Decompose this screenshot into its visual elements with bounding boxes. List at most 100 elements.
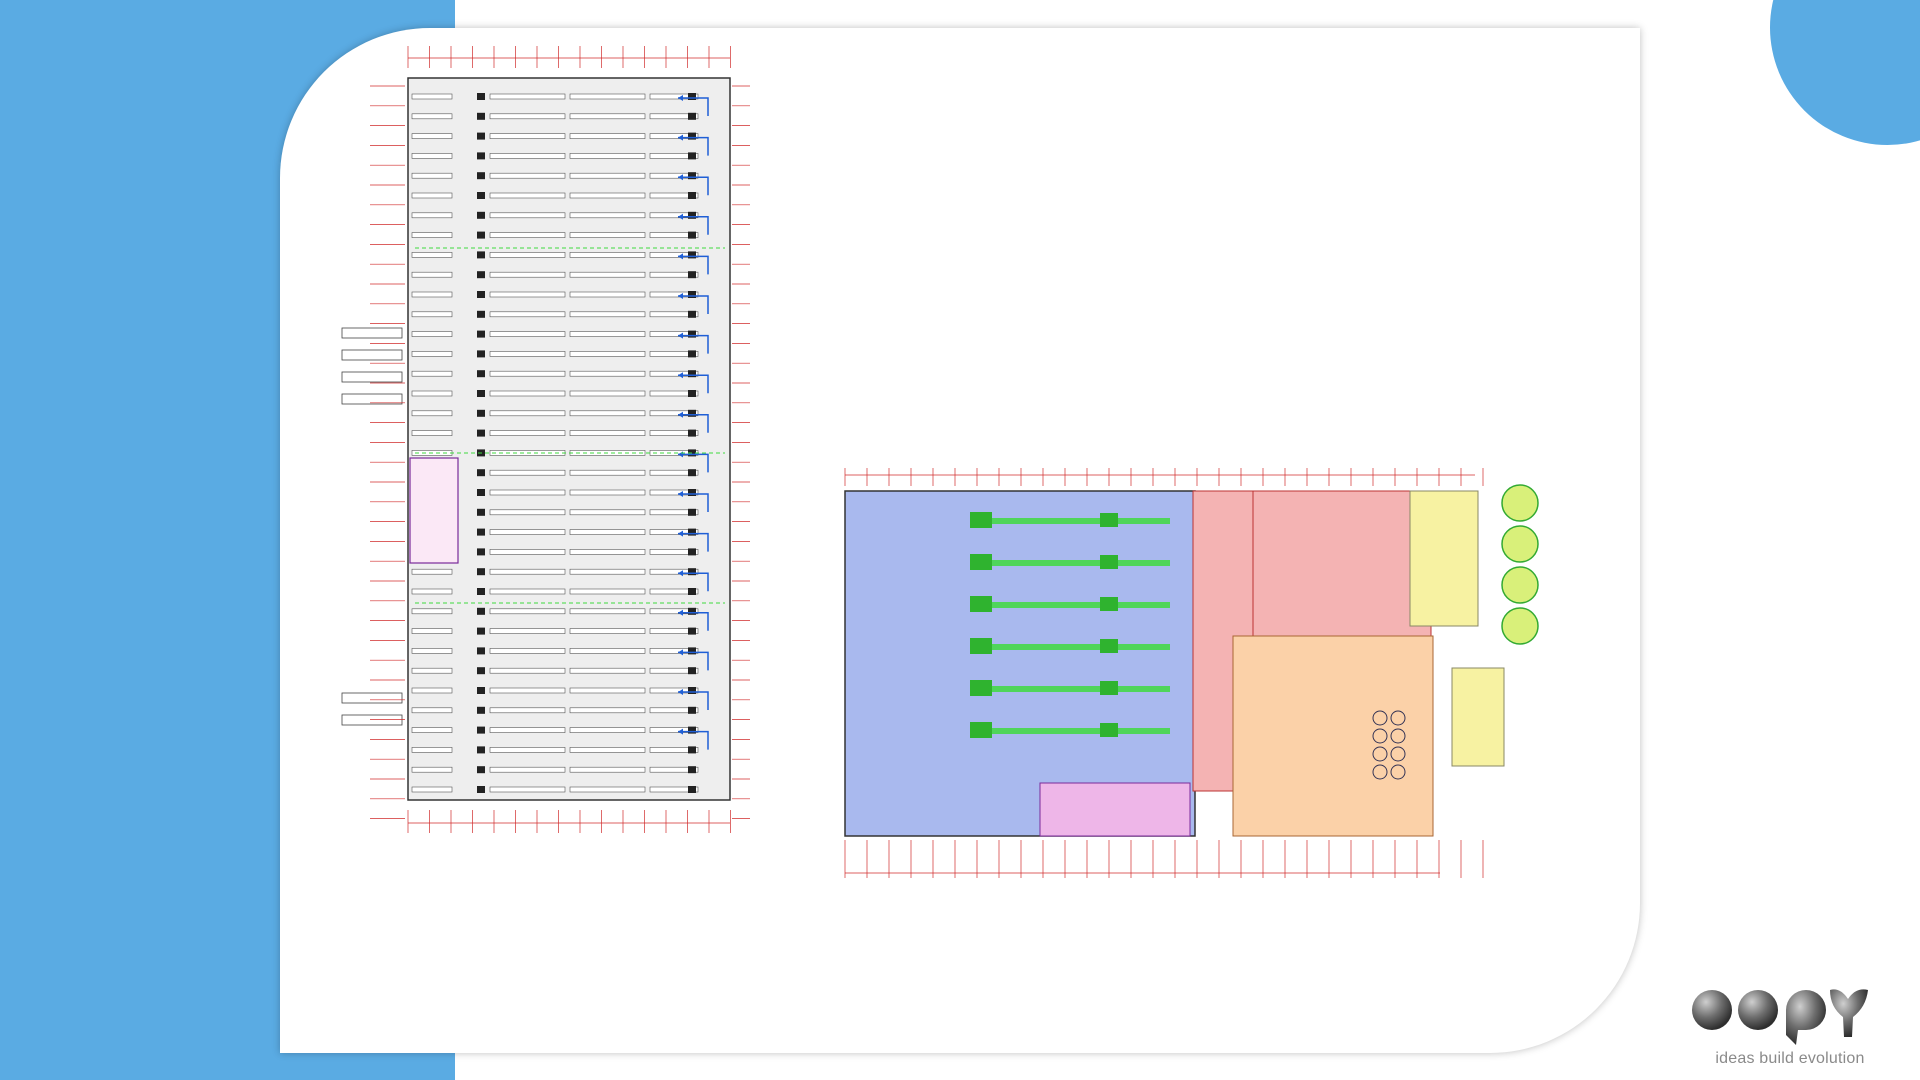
rack-column — [477, 291, 485, 298]
cooling-fan — [1372, 728, 1388, 744]
loading-dock — [341, 714, 403, 726]
flow-arrow — [678, 691, 709, 710]
logo-y-shape — [1830, 989, 1868, 1037]
rack-column — [477, 746, 485, 754]
storage-rack — [489, 727, 566, 733]
storage-rack — [489, 529, 566, 535]
rack-column — [477, 607, 485, 615]
storage-rack — [569, 588, 646, 595]
storage-rack — [649, 311, 699, 318]
storage-rack — [411, 588, 453, 595]
storage-rack — [569, 252, 646, 258]
storage-rack — [411, 608, 453, 615]
rack-column — [688, 330, 696, 338]
storage-rack — [569, 291, 646, 298]
rack-column — [688, 627, 696, 635]
flow-arrow-head — [678, 609, 683, 616]
flow-arrow — [678, 414, 709, 433]
flow-arrow-head — [678, 293, 683, 299]
storage-rack — [411, 331, 453, 337]
rack-column — [688, 429, 696, 437]
loading-dock — [341, 349, 403, 361]
yellow-zone — [1409, 490, 1479, 627]
rack-column — [688, 93, 696, 100]
storage-rack — [649, 271, 699, 278]
cooling-fan — [1390, 746, 1406, 762]
storage-rack — [569, 113, 646, 120]
storage-rack — [569, 430, 646, 436]
rack-column — [688, 112, 696, 120]
rack-column — [688, 726, 696, 734]
rack-column — [688, 192, 696, 199]
storage-rack — [569, 727, 646, 733]
storage-rack — [411, 747, 453, 753]
rack-column — [688, 706, 696, 714]
storage-rack — [649, 707, 699, 714]
flow-arrow — [678, 453, 709, 473]
cooling-fan — [1390, 728, 1406, 744]
production-line — [970, 560, 1170, 566]
storage-rack — [569, 747, 646, 753]
storage-rack — [649, 529, 699, 535]
storage-rack — [411, 232, 453, 238]
flow-arrow-head — [678, 689, 683, 695]
rack-column — [477, 568, 485, 576]
storage-rack — [569, 707, 646, 714]
storage-rack — [411, 252, 453, 258]
storage-rack — [649, 648, 699, 654]
storage-rack — [489, 489, 566, 496]
cooling-fan — [1372, 710, 1388, 726]
rack-column — [477, 231, 485, 239]
storage-rack — [649, 766, 699, 773]
machine — [970, 680, 992, 696]
flow-arrow-head — [678, 213, 683, 220]
machine — [1100, 555, 1118, 569]
structural-grid — [370, 46, 1484, 878]
storage-rack — [569, 271, 646, 278]
silo — [1501, 607, 1539, 645]
rack-column — [477, 647, 485, 655]
storage-rack — [489, 667, 566, 674]
flow-arrow — [678, 374, 709, 394]
storage-rack — [411, 271, 453, 278]
rack-column — [477, 152, 485, 160]
storage-rack — [411, 628, 453, 634]
flow-arrow-head — [678, 570, 683, 577]
storage-rack — [649, 727, 699, 733]
storage-rack — [649, 667, 699, 674]
storage-rack — [649, 232, 699, 238]
warehouse-office — [409, 457, 459, 564]
storage-rack — [489, 291, 566, 298]
production-line — [970, 686, 1170, 692]
storage-rack — [569, 390, 646, 397]
factory-floor-plan — [341, 46, 1539, 878]
rack-column — [477, 528, 485, 536]
storage-rack — [489, 766, 566, 773]
orange-zone — [1232, 635, 1434, 837]
rack-column — [688, 508, 696, 516]
storage-rack — [569, 687, 646, 694]
storage-rack — [649, 786, 699, 793]
machine — [970, 596, 992, 612]
rack-column — [477, 548, 485, 556]
storage-rack — [489, 93, 566, 100]
silo — [1501, 566, 1539, 604]
storage-rack — [569, 568, 646, 575]
rack-column — [477, 489, 485, 496]
storage-rack — [411, 172, 453, 179]
storage-rack — [569, 509, 646, 516]
machine — [1100, 723, 1118, 737]
rack-column — [688, 271, 696, 279]
silo — [1501, 484, 1539, 522]
rack-column — [477, 766, 485, 774]
storage-rack — [569, 172, 646, 179]
rack-column — [477, 469, 485, 477]
production-block — [844, 484, 1539, 837]
rack-column — [688, 291, 696, 298]
storage-rack — [411, 430, 453, 436]
rack-column — [477, 786, 485, 793]
storage-rack — [569, 311, 646, 318]
storage-rack — [489, 608, 566, 615]
company-logo — [1692, 989, 1868, 1045]
storage-rack — [649, 489, 699, 496]
